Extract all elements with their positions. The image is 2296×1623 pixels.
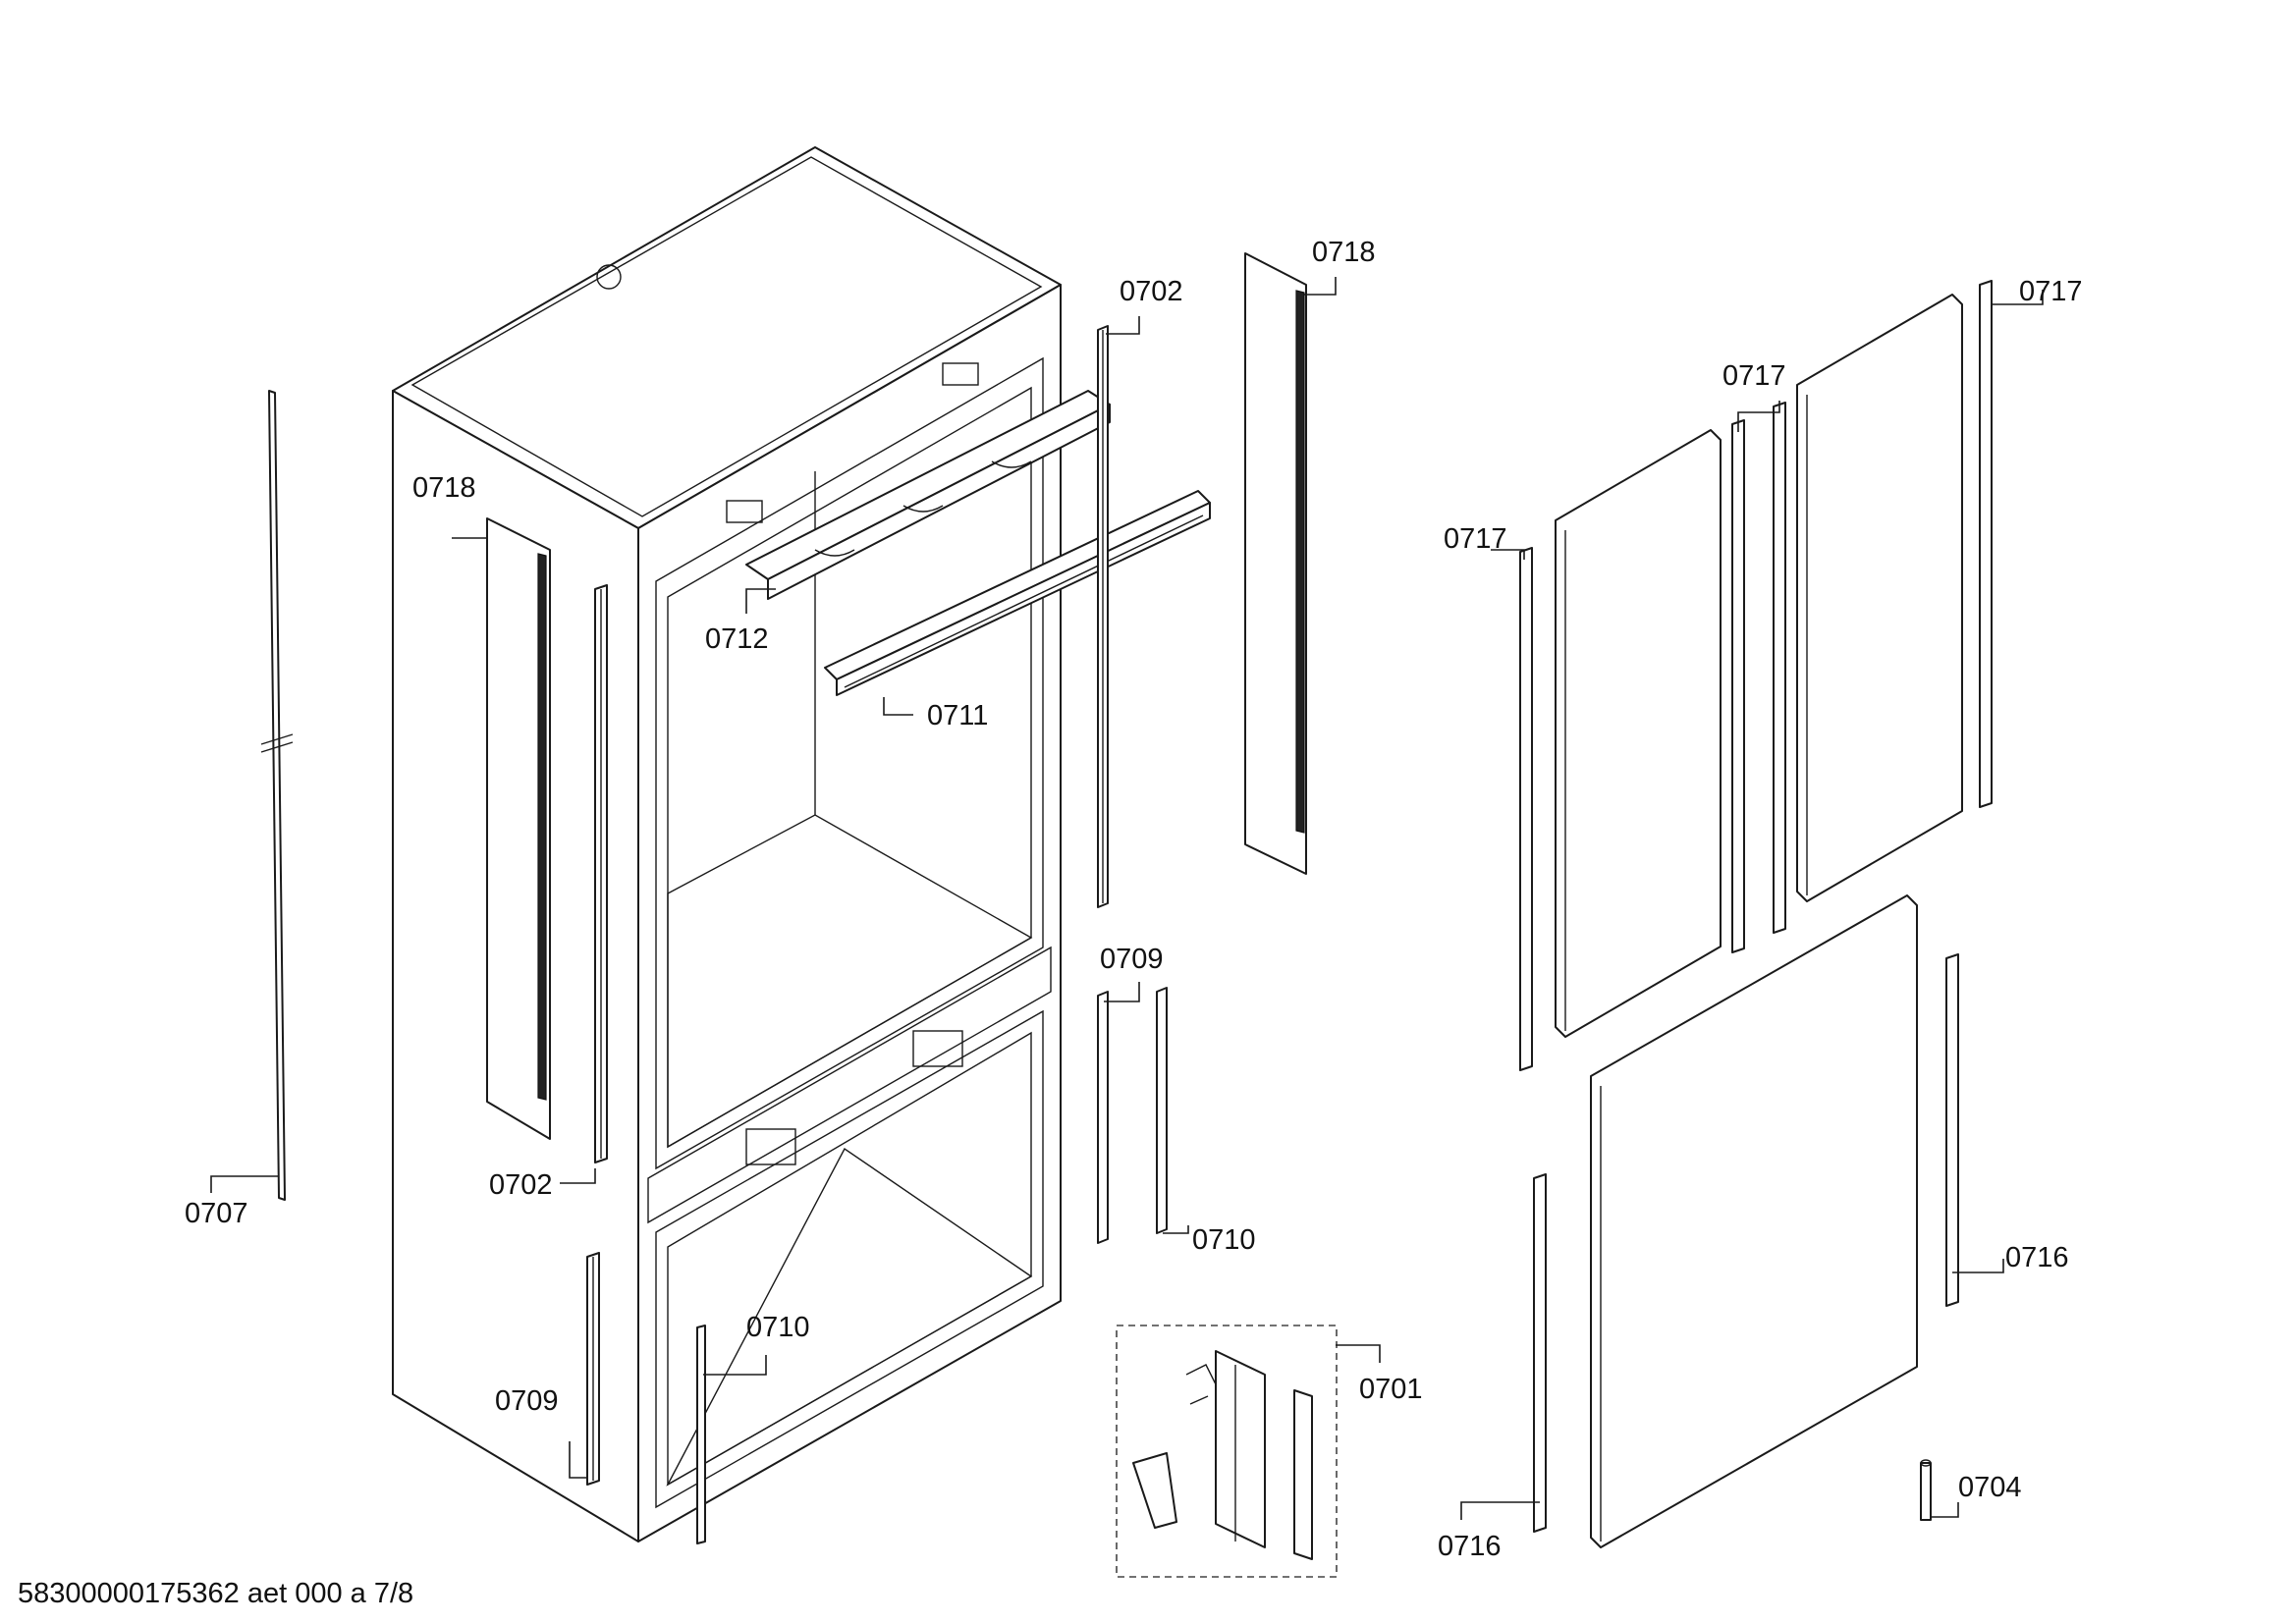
callout-0717-left: 0717 bbox=[1444, 523, 1507, 555]
strip-0716-right bbox=[1945, 953, 1959, 1307]
callout-0718-right: 0718 bbox=[1312, 237, 1376, 268]
document-id: 58300000175362 aet 000 a 7/8 bbox=[18, 1578, 413, 1609]
callout-0717-right: 0717 bbox=[2019, 276, 2083, 307]
callout-0709-left: 0709 bbox=[495, 1385, 559, 1417]
callout-0718-left: 0718 bbox=[412, 472, 476, 504]
seal-0702-left bbox=[594, 584, 608, 1163]
strip-0716-left bbox=[1533, 1173, 1547, 1533]
strip-0717-c bbox=[1979, 280, 1993, 808]
callout-0709-right: 0709 bbox=[1100, 944, 1164, 975]
callout-0701: 0701 bbox=[1359, 1374, 1423, 1405]
rail-0711 bbox=[824, 490, 1211, 696]
callout-0711: 0711 bbox=[927, 700, 988, 731]
callout-0716-right: 0716 bbox=[2005, 1242, 2069, 1273]
side-panel-0718-right bbox=[1244, 252, 1307, 875]
door-panel-lower bbox=[1590, 894, 1918, 1548]
seal-0710-right bbox=[1156, 987, 1168, 1234]
callout-0710-left: 0710 bbox=[746, 1312, 810, 1343]
strip-0707 bbox=[260, 390, 294, 1201]
seal-0709-right bbox=[1097, 991, 1109, 1244]
leader-lines bbox=[210, 277, 2044, 1520]
seal-0702-right bbox=[1097, 325, 1109, 908]
door-panel-upper-right bbox=[1796, 294, 1963, 902]
seal-0710-left bbox=[696, 1325, 706, 1544]
callout-0704: 0704 bbox=[1958, 1472, 2022, 1503]
callout-0702-right: 0702 bbox=[1120, 276, 1183, 307]
callout-0707: 0707 bbox=[185, 1198, 248, 1229]
door-panel-upper-left bbox=[1555, 429, 1722, 1038]
callout-0702-left: 0702 bbox=[489, 1169, 553, 1201]
callout-0717-middle: 0717 bbox=[1722, 360, 1786, 392]
callout-labels: 0707 0718 0702 0709 0710 0712 0711 0702 … bbox=[185, 237, 2083, 1562]
strip-0717-a bbox=[1519, 547, 1533, 1071]
callout-0710-right: 0710 bbox=[1192, 1224, 1256, 1256]
callout-0716-left: 0716 bbox=[1438, 1531, 1502, 1562]
callout-0712: 0712 bbox=[705, 623, 769, 655]
seal-0709-left bbox=[586, 1252, 600, 1486]
pin-0704 bbox=[1920, 1459, 1932, 1521]
kit-0701 bbox=[1116, 1325, 1338, 1578]
strip-0717-b bbox=[1731, 402, 1786, 953]
side-panel-0718-left bbox=[486, 517, 551, 1140]
channel-0712 bbox=[745, 390, 1111, 600]
